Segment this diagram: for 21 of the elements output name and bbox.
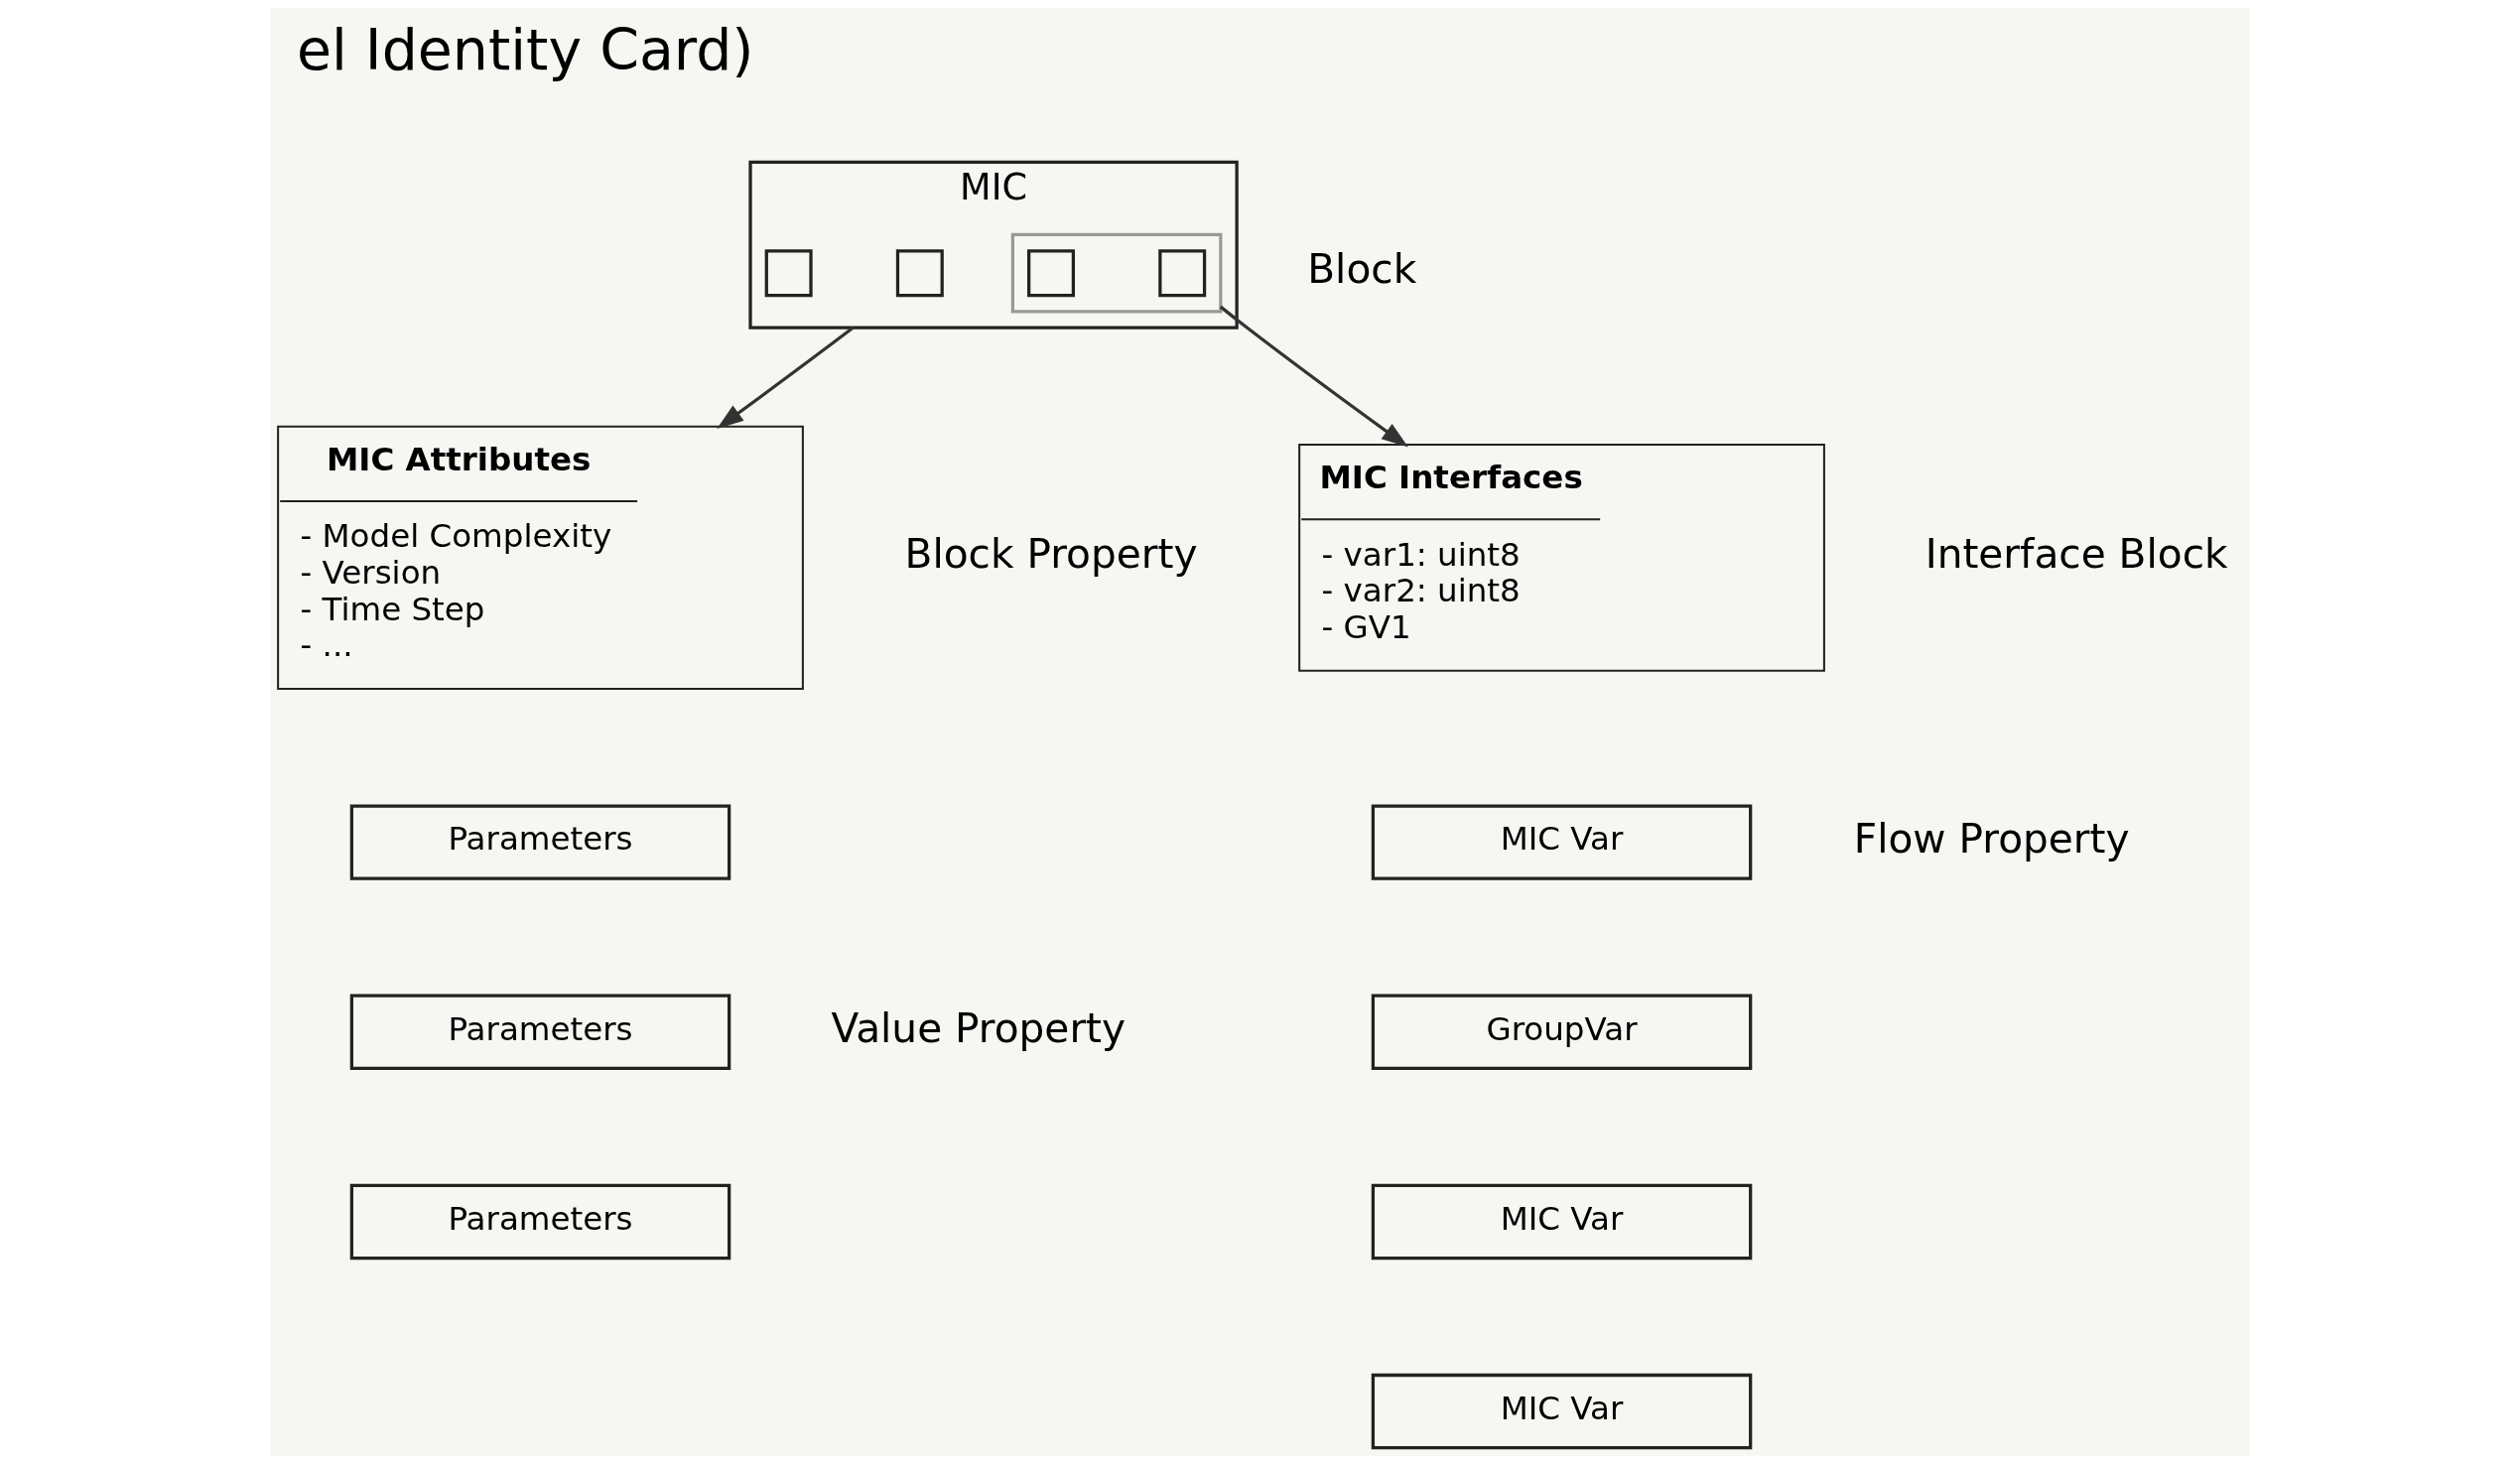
node-box [895,249,944,298]
node-box: Parameters [349,994,731,1070]
node-box: MIC Var [1371,1183,1753,1261]
cluster [1010,232,1223,314]
node-label: Flow Property [1853,814,2130,863]
node-label: Value Property [831,1003,1127,1052]
node-label: Block [1307,245,1417,294]
node-box: MIC Var [1371,804,1753,880]
node-label: Interface Block [1924,530,2228,579]
node-box [1027,249,1075,298]
node-box: GroupVar [1371,994,1753,1070]
node-box [764,249,813,298]
arrow [717,326,855,430]
cluster: MIC [748,160,1239,330]
node-label: Block Property [904,530,1198,579]
arrow [1219,305,1408,448]
node-box: Parameters [349,804,731,880]
diagram-title: el Identity Card) [296,16,754,82]
node-box [1158,249,1207,298]
node-box: MIC Var [1371,1373,1753,1450]
node-box: Parameters [349,1183,731,1261]
